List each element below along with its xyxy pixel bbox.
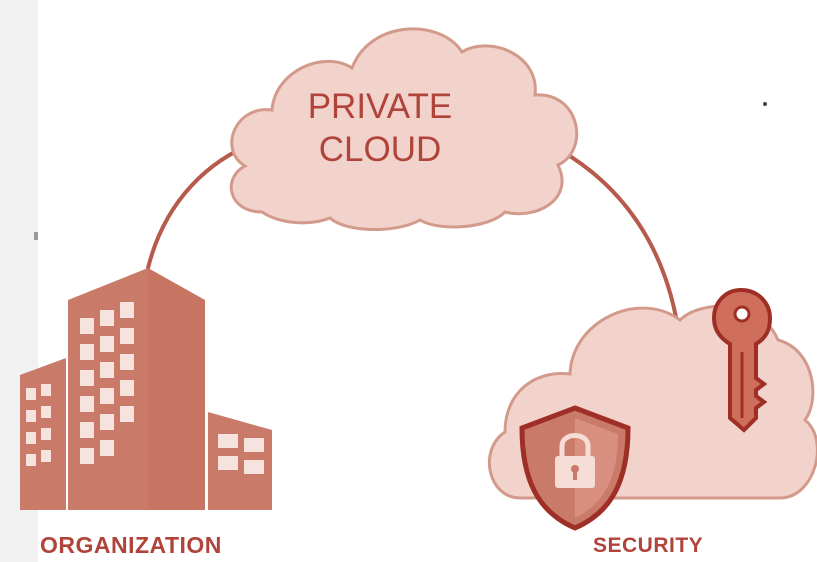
- private-cloud-icon: [229, 27, 579, 231]
- shield-lock-icon: [519, 405, 631, 531]
- organization-label: ORGANIZATION: [40, 532, 222, 558]
- security-label: SECURITY: [593, 534, 704, 557]
- private-cloud-label: PRIVATE CLOUD: [290, 85, 470, 171]
- connector-cloud-to-security: [558, 148, 682, 344]
- private-cloud-label-line1: PRIVATE: [307, 87, 453, 126]
- private-cloud-label-line2: CLOUD: [318, 130, 442, 169]
- organization-building-icon: [20, 268, 272, 510]
- decorative-dot: [763, 102, 767, 106]
- key-icon: [711, 287, 773, 433]
- left-panel-marker: [34, 232, 38, 240]
